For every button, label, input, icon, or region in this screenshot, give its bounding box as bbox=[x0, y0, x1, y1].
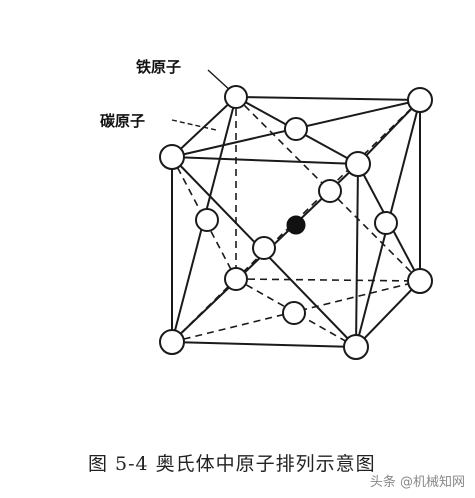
iron-atom-face-bottom bbox=[282, 301, 306, 325]
iron-atom-corner-hidden bbox=[224, 267, 248, 291]
iron-atom-face-right bbox=[374, 211, 398, 235]
diag-bottom-1-hidden bbox=[171, 280, 421, 343]
edge-front-top bbox=[171, 156, 359, 165]
iron-atom-corner bbox=[224, 85, 248, 109]
edge-back-top bbox=[235, 96, 421, 101]
watermark: 头条 @机械知网 bbox=[369, 475, 465, 490]
iron-atom-corner bbox=[407, 87, 433, 113]
iron-atom-corner bbox=[345, 151, 371, 177]
figure-caption: 图 5-4 奥氏体中原子排列示意图 bbox=[88, 453, 376, 475]
edge-bottom-left-hidden bbox=[171, 278, 237, 343]
label-leaders bbox=[171, 69, 233, 131]
iron-atom-face-back bbox=[318, 179, 342, 203]
diag-back-1-hidden bbox=[235, 96, 421, 282]
iron-atom-face-top bbox=[284, 117, 308, 141]
iron-atom-face-front bbox=[252, 236, 276, 260]
carbon-atom-label: 碳原子 bbox=[100, 112, 146, 130]
diag-left-2-hidden bbox=[171, 156, 237, 280]
iron-atom-label: 铁原子 bbox=[136, 58, 182, 76]
atoms bbox=[159, 85, 433, 360]
carbon-atom bbox=[286, 215, 306, 235]
iron-atom-face-left bbox=[195, 208, 219, 232]
iron-atom-corner bbox=[159, 144, 185, 170]
diag-bottom-2-hidden bbox=[235, 278, 357, 348]
hidden-edges bbox=[171, 96, 421, 348]
diag-back-2-hidden bbox=[235, 99, 421, 280]
iron-atom-corner bbox=[159, 329, 185, 355]
edge-front-right bbox=[355, 163, 359, 348]
edge-front-bottom bbox=[171, 341, 357, 348]
iron-atom-corner bbox=[343, 334, 369, 360]
iron-atom-corner bbox=[407, 268, 433, 294]
edge-back-bottom-hidden bbox=[235, 278, 421, 282]
edge-bottom-right bbox=[355, 280, 421, 348]
